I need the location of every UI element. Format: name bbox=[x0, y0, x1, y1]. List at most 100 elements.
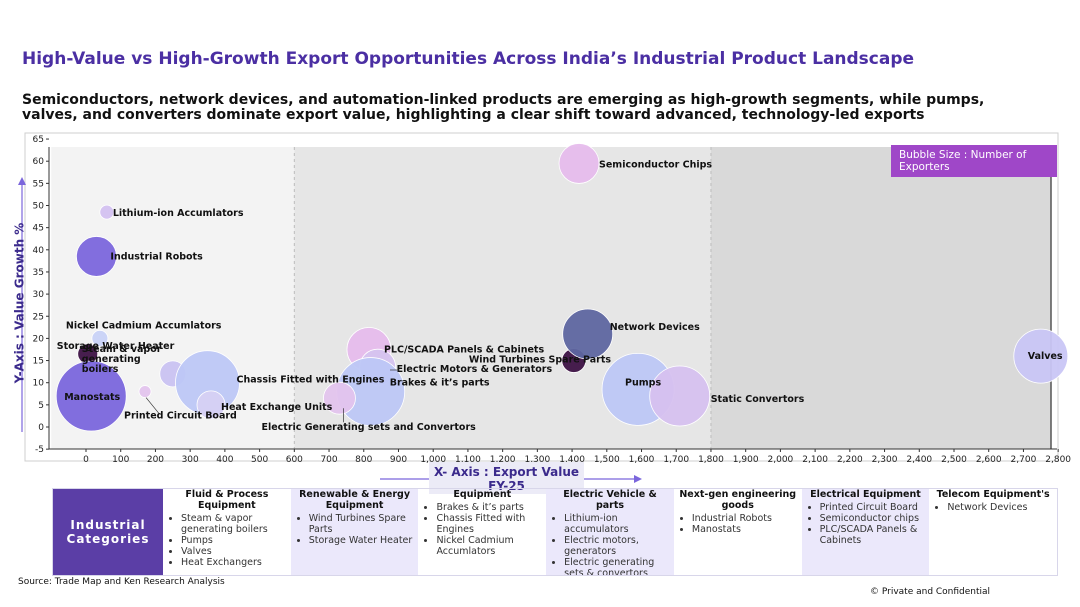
x-tick-label: 800 bbox=[355, 455, 372, 465]
category-items: Printed Circuit BoardSemiconductor chips… bbox=[806, 502, 926, 546]
x-tick-label: 200 bbox=[147, 455, 164, 465]
bubble-label: Storage Water Heater bbox=[57, 341, 175, 352]
bubble-label: Electric Generating sets and Convertors bbox=[261, 422, 476, 433]
bubble-label: Nickel Cadmium Accumlators bbox=[66, 320, 222, 331]
category-item: Heat Exchangers bbox=[181, 557, 287, 568]
category-column: Renewable & Energy EquipmentWind Turbine… bbox=[290, 489, 419, 575]
x-tick-label: 1,600 bbox=[629, 455, 655, 465]
confidential-note: © Private and Confidential bbox=[870, 587, 991, 597]
industrial-categories-table: Industrial Categories Fluid & Process Eq… bbox=[52, 488, 1058, 576]
bubble-label: Manostats bbox=[64, 392, 120, 403]
x-tick-label: 2,400 bbox=[906, 455, 932, 465]
bubble bbox=[99, 204, 115, 220]
category-title: Equipment bbox=[453, 489, 512, 500]
x-tick-label: 1,400 bbox=[559, 455, 585, 465]
x-tick-label: 600 bbox=[286, 455, 303, 465]
category-items: Network Devices bbox=[933, 502, 1053, 513]
bubble bbox=[76, 236, 117, 277]
bubble-label: Chassis Fitted with Engines bbox=[237, 375, 385, 386]
category-items: Lithium-ion accumulatorsElectric motors,… bbox=[550, 513, 670, 575]
y-tick-label: 15 bbox=[33, 357, 44, 367]
y-tick-label: 0 bbox=[38, 423, 44, 433]
category-item: Chassis Fitted with Engines bbox=[436, 513, 542, 535]
x-tick-label: 2,800 bbox=[1045, 455, 1071, 465]
bubble-label: Network Devices bbox=[610, 322, 700, 333]
x-tick-label: 2,200 bbox=[837, 455, 863, 465]
x-tick-label: 1,300 bbox=[524, 455, 550, 465]
category-item: Electric motors, generators bbox=[564, 535, 670, 557]
bubble-label: Lithium-ion Accumlators bbox=[113, 208, 244, 219]
x-tick-label: 0 bbox=[83, 455, 89, 465]
x-tick-label: 2,600 bbox=[976, 455, 1002, 465]
x-tick-label: 300 bbox=[182, 455, 199, 465]
category-item: Storage Water Heater bbox=[309, 535, 415, 546]
x-axis-arrowhead bbox=[634, 475, 642, 483]
bubble bbox=[558, 143, 600, 184]
x-tick-label: 2,300 bbox=[872, 455, 898, 465]
x-tick-label: 1,800 bbox=[698, 455, 724, 465]
x-tick-label: 2,100 bbox=[802, 455, 828, 465]
x-tick-label: 100 bbox=[112, 455, 129, 465]
category-item: Pumps bbox=[181, 535, 287, 546]
bubble-label: Valves bbox=[1028, 351, 1063, 362]
category-item: Network Devices bbox=[947, 502, 1053, 513]
source-note: Source: Trade Map and Ken Research Analy… bbox=[18, 577, 225, 587]
x-tick-label: 2,500 bbox=[941, 455, 967, 465]
bubble-label: Brakes & it’s parts bbox=[390, 378, 490, 389]
y-axis-title-text: Y-Axis : Value Growth % bbox=[12, 222, 27, 384]
category-item: Wind Turbines Spare Parts bbox=[309, 513, 415, 535]
category-item: PLC/SCADA Panels & Cabinets bbox=[820, 524, 926, 546]
bubble bbox=[55, 360, 127, 432]
page-title: High-Value vs High-Growth Export Opportu… bbox=[22, 49, 915, 69]
category-item: Industrial Robots bbox=[692, 513, 798, 524]
category-title: Telecom Equipment's bbox=[936, 489, 1050, 500]
bubble bbox=[323, 381, 356, 415]
category-item: Printed Circuit Board bbox=[820, 502, 926, 513]
y-tick-label: 60 bbox=[33, 157, 45, 167]
category-column: Next-gen engineering goodsIndustrial Rob… bbox=[674, 489, 802, 575]
category-column: Electric Vehicle & partsLithium-ion accu… bbox=[546, 489, 674, 575]
bubble-label: Static Convertors bbox=[711, 394, 805, 405]
category-item: Valves bbox=[181, 546, 287, 557]
x-axis-title-line1: X- Axis : Export Value bbox=[434, 465, 579, 479]
page-subtitle: Semiconductors, network devices, and aut… bbox=[22, 92, 985, 123]
y-tick-label: 65 bbox=[33, 135, 44, 145]
bubble bbox=[196, 390, 226, 420]
leader-line bbox=[145, 397, 160, 414]
category-item: Electric generating sets & convertors bbox=[564, 557, 670, 575]
categories-header: Industrial Categories bbox=[53, 489, 163, 575]
category-item: Manostats bbox=[692, 524, 798, 535]
y-tick-label: 35 bbox=[33, 268, 44, 278]
bubble-label: Heat Exchange Units bbox=[221, 402, 333, 413]
bubble-label: Pumps bbox=[625, 377, 661, 388]
category-item: Steam & vapor generating boilers bbox=[181, 513, 287, 535]
x-axis-title-line2: FY-25 bbox=[488, 479, 525, 493]
bubble-label: Semiconductor Chips bbox=[599, 159, 712, 170]
bubble bbox=[138, 385, 152, 398]
x-tick-label: 900 bbox=[390, 455, 407, 465]
category-items: Brakes & it’s partsChassis Fitted with E… bbox=[422, 502, 542, 557]
category-column: EquipmentBrakes & it’s partsChassis Fitt… bbox=[418, 489, 546, 575]
category-title: Renewable & Energy Equipment bbox=[299, 489, 411, 511]
bubble-label: Electric Motors & Generators bbox=[397, 364, 553, 375]
category-title: Electrical Equipment bbox=[810, 489, 921, 500]
category-column: Fluid & Process EquipmentSteam & vapor g… bbox=[163, 489, 291, 575]
y-axis-title: Y-Axis : Value Growth % bbox=[4, 223, 36, 384]
y-tick-label: 45 bbox=[33, 224, 44, 234]
bubble-label: PLC/SCADA Panels & Cabinets bbox=[384, 344, 544, 355]
category-title: Next-gen engineering goods bbox=[679, 489, 797, 511]
bubble-label: Wind Turbines Spare Parts bbox=[469, 355, 612, 366]
bubble-label: Printed Circuit Board bbox=[124, 411, 237, 422]
x-tick-label: 500 bbox=[251, 455, 268, 465]
x-tick-label: 1,500 bbox=[594, 455, 620, 465]
y-tick-label: 25 bbox=[33, 312, 44, 322]
bubble-label: Industrial Robots bbox=[110, 251, 203, 262]
category-column: Electrical EquipmentPrinted Circuit Boar… bbox=[801, 489, 930, 575]
category-item: Semiconductor chips bbox=[820, 513, 926, 524]
category-title: Electric Vehicle & parts bbox=[563, 489, 657, 511]
y-tick-label: 5 bbox=[38, 401, 44, 411]
bubble-size-note: Bubble Size : Number of Exporters bbox=[891, 145, 1057, 177]
categories-columns: Fluid & Process EquipmentSteam & vapor g… bbox=[163, 489, 1057, 575]
